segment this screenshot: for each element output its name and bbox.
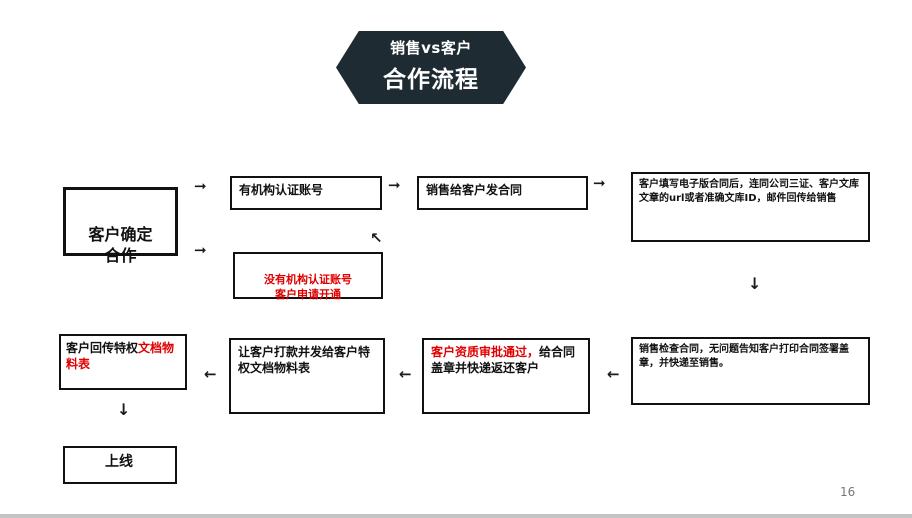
node-send-contract-label: 销售给客户发合同: [426, 183, 523, 197]
node-has-account: 有机构认证账号: [230, 176, 382, 210]
title-banner: 销售vs客户 合作流程: [336, 31, 526, 104]
node-online-label: 上线: [105, 454, 133, 470]
arrow-left-icon: ←: [204, 365, 217, 383]
page-number: 16: [840, 485, 856, 499]
node-send-contract: 销售给客户发合同: [417, 176, 588, 210]
arrow-right-icon: ➞: [388, 176, 401, 194]
title-line-2: 合作流程: [383, 67, 479, 93]
title-line-1: 销售vs客户: [390, 39, 472, 57]
node-no-account-label: 没有机构认证账号 客户申请开通: [264, 272, 352, 301]
node-return-red-label: 文档物料表: [66, 341, 175, 372]
arrow-down-icon: ↓: [748, 274, 762, 293]
arrow-left-icon: ←: [607, 365, 620, 383]
node-start: 客户确定 合作: [63, 187, 178, 265]
bottom-divider: [0, 514, 912, 518]
node-approve-red-label: 客户资质审批通过，: [431, 345, 540, 359]
arrow-right-icon: ➞: [194, 177, 207, 195]
node-check-contract: 销售检查合同，无问题告知客户打印合同签署盖章，并快递至销售。: [631, 337, 870, 405]
arrow-right-icon: ➞: [194, 241, 207, 259]
node-return-documents: 客户回传特权文档物料表: [59, 334, 187, 390]
node-no-account: 没有机构认证账号 客户申请开通: [233, 252, 383, 301]
node-fill-contract: 客户填写电子版合同后，连同公司三证、客户文库文章的url或者准确文库ID，邮件回…: [631, 172, 870, 242]
node-approve: 客户资质审批通过，给合同盖章并快递返还客户: [422, 338, 590, 414]
node-approve-label: 给合同盖章并快递返还客户: [431, 345, 576, 376]
node-fill-contract-label: 客户填写电子版合同后，连同公司三证、客户文库文章的url或者准确文库ID，邮件回…: [639, 179, 859, 204]
node-start-label: 客户确定 合作: [88, 224, 153, 266]
node-check-contract-label: 销售检查合同，无问题告知客户打印合同签署盖章，并快递至销售。: [639, 344, 849, 369]
node-has-account-label: 有机构认证账号: [239, 183, 324, 197]
arrow-up-left-icon: ↖: [370, 229, 383, 247]
node-online: 上线: [63, 446, 177, 484]
node-return-label: 客户回传特权: [66, 341, 139, 355]
node-payment: 让客户打款并发给客户特权文档物料表: [229, 338, 385, 414]
arrow-left-icon: ←: [399, 365, 412, 383]
arrow-down-icon: ↓: [117, 400, 131, 419]
node-payment-label: 让客户打款并发给客户特权文档物料表: [238, 345, 371, 376]
arrow-right-icon: ➞: [593, 174, 606, 192]
